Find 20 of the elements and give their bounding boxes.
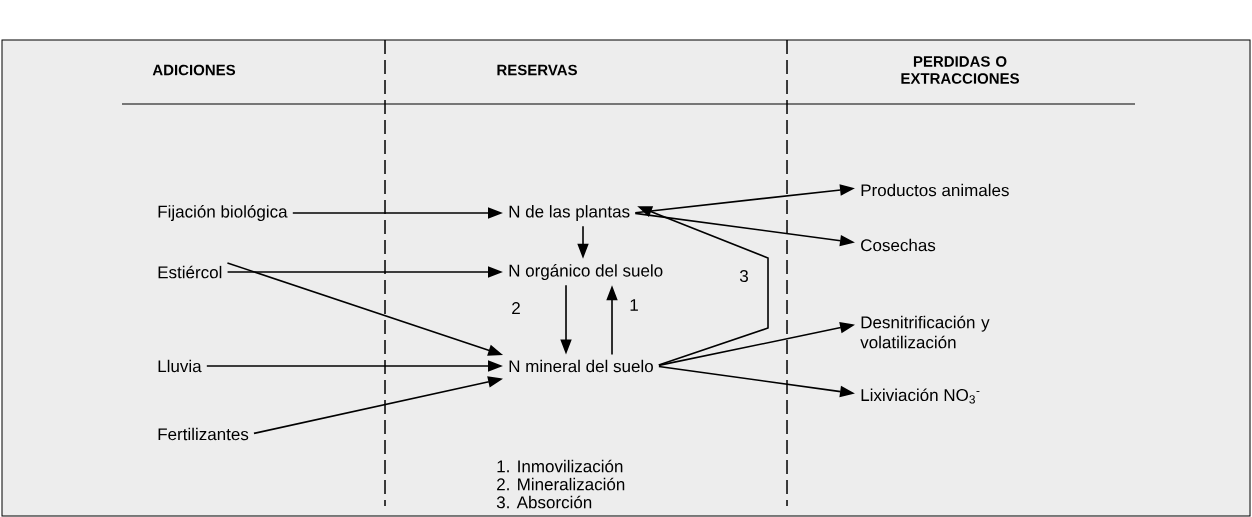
note-text: 2. Mineralización [497,477,625,491]
node-text: Fijación biológica [158,205,288,222]
node-text: Lixiviación NO$_{3}$- [861,388,980,404]
column-heading: RESERVAS [497,64,577,76]
node-text: Productos animales [861,183,1009,197]
edge-label: 3 [738,269,750,283]
node-text: N de las plantas [509,205,630,221]
note-text: 1. Inmovilización [497,459,623,473]
note-text: 3. Absorción [496,495,592,509]
node-text: N orgánico del suelo [509,264,663,281]
column-heading: PERDIDAS O EXTRACCIONES [901,56,1019,84]
node-text: N mineral del suelo [509,359,653,373]
node-text: Desnitrificación y volatilización [860,315,990,349]
node-text: Cosechas [861,238,936,252]
edge-label: 1 [628,298,640,312]
node-text: Fertilizantes [158,427,249,441]
column-heading: ADICIONES [152,64,236,76]
edge-label: 2 [510,301,522,315]
node-text: Estiércol [158,265,222,279]
node-text: Lluvia [158,359,202,373]
